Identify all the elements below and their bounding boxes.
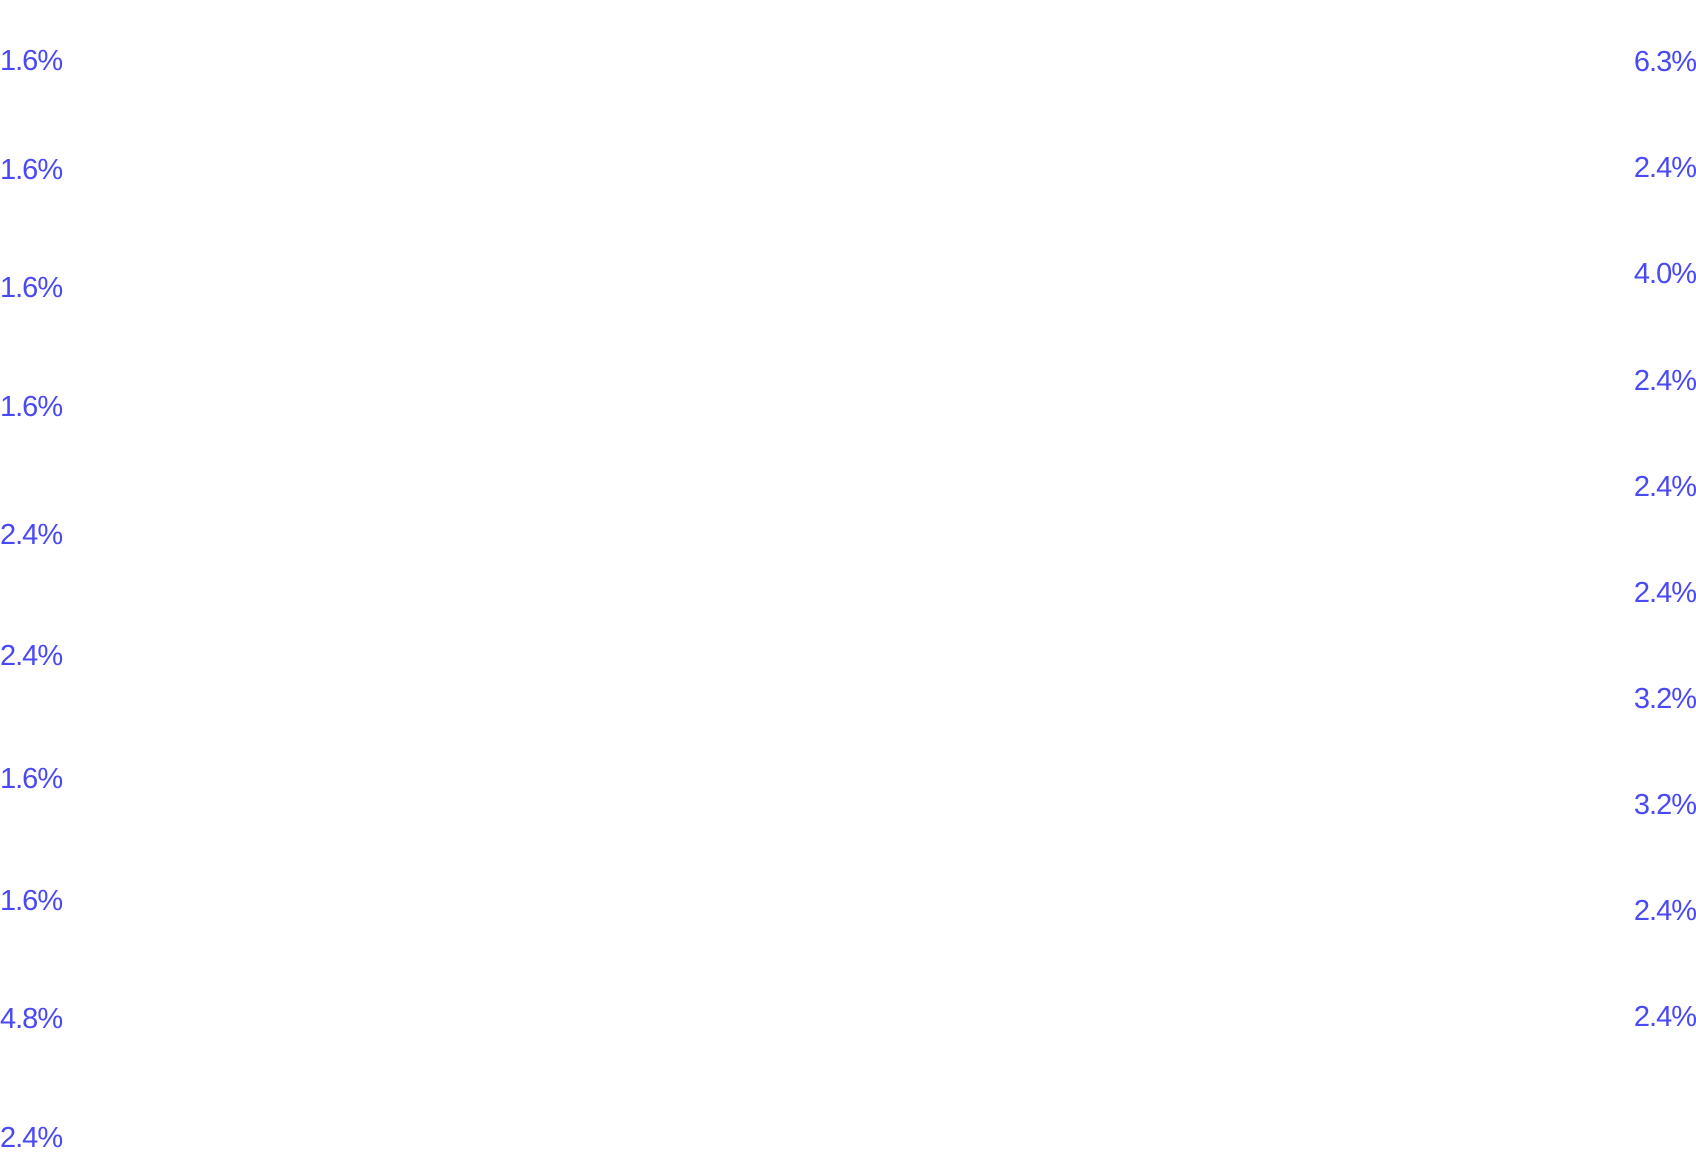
left-percentage-label: 1.6% (0, 272, 63, 304)
left-percentage-label: 1.6% (0, 45, 63, 77)
right-percentage-label: 4.0% (1633, 258, 1696, 290)
right-percentage-label: 2.4% (1633, 1001, 1696, 1033)
left-percentage-label: 2.4% (0, 519, 63, 551)
right-percentage-label: 3.2% (1633, 683, 1696, 715)
left-percentage-label: 4.8% (0, 1003, 63, 1035)
left-percentage-label: 2.4% (0, 1122, 63, 1154)
right-percentage-column: 6.3% 2.4% 4.0% 2.4% 2.4% 2.4% 3.2% 3.2% … (1556, 0, 1696, 1173)
left-percentage-label: 1.6% (0, 763, 63, 795)
left-percentage-label: 1.6% (0, 154, 63, 186)
left-percentage-label: 1.6% (0, 391, 63, 423)
left-percentage-column: 1.6% 1.6% 1.6% 1.6% 2.4% 2.4% 1.6% 1.6% … (0, 0, 140, 1173)
right-percentage-label: 2.4% (1633, 365, 1696, 397)
right-percentage-label: 6.3% (1633, 46, 1696, 78)
right-percentage-label: 2.4% (1633, 152, 1696, 184)
right-percentage-label: 2.4% (1633, 577, 1696, 609)
right-percentage-label: 2.4% (1633, 471, 1696, 503)
left-percentage-label: 2.4% (0, 640, 63, 672)
left-percentage-label: 1.6% (0, 885, 63, 917)
right-percentage-label: 3.2% (1633, 789, 1696, 821)
right-percentage-label: 2.4% (1633, 895, 1696, 927)
